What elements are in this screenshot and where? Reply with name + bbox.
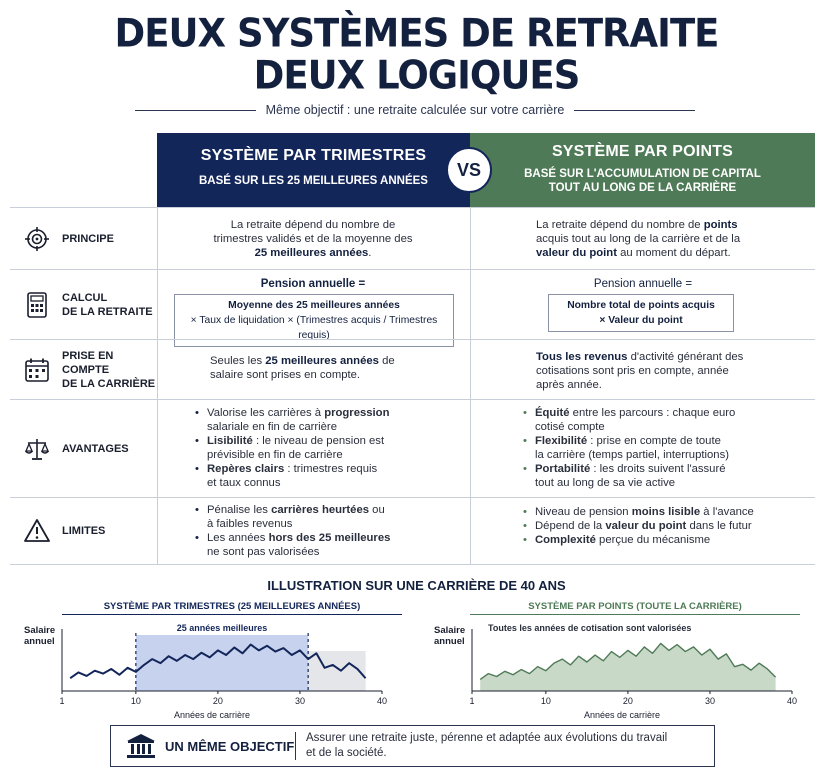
row-limites-label: LIMITES [10,498,157,564]
calendar-icon [24,357,50,383]
footer-objectif: UN MÊME OBJECTIF Assurer une retraite ju… [110,725,715,767]
series-line [69,643,367,680]
x-tick-label: 40 [787,696,797,706]
chart-annotation: Toutes les années de cotisation sont val… [488,623,691,633]
footer-label: UN MÊME OBJECTIF [165,738,295,754]
list-item: Pénalise les carrières heurtées ouà faib… [194,503,466,531]
scales-icon [24,436,50,462]
x-tick-label: 20 [623,696,633,706]
row-avantages-title: AVANTAGES [62,442,129,455]
header-points-sub1: BASÉ SUR L'ACCUMULATION DE CAPITAL [524,168,761,180]
subtitle-rule-right [574,109,695,111]
vs-badge: VS [446,147,492,193]
y-axis-label: annuel [434,636,465,647]
x-tick-label: 1 [59,696,64,706]
row-avantages-label: AVANTAGES [10,400,157,497]
chart-right-title: SYSTÈME PAR POINTS (TOUTE LA CARRIÈRE) [470,601,800,615]
limites-left-list: Pénalise les carrières heurtées ouà faib… [194,503,466,559]
institution-icon [123,732,159,760]
prise-left-text: Seules les 25 meilleures années de salai… [210,355,395,381]
list-item: Valorise les carrières à progressionsala… [194,406,466,434]
row-limites-title: LIMITES [62,525,106,537]
x-tick-label: 40 [377,696,387,706]
footer-separator [295,732,296,760]
calcul-right-formula: Nombre total de points acquis × Valeur d… [548,294,734,332]
calcul-right-title: Pension annuelle = [593,278,693,290]
list-item: Flexibilité : prise en compte de toutela… [522,434,812,462]
illustration-title: ILLUSTRATION SUR UNE CARRIÈRE DE 40 ANS [267,578,566,593]
excluded-band [308,651,366,691]
chart-annotation: 25 années meilleures [177,623,268,633]
list-item: Niveau de pension moins lisible à l'avan… [522,505,812,519]
list-item: Portabilité : les droits suivent l'assur… [522,462,812,490]
header-trimestres-title: SYSTÈME PAR TRIMESTRES [200,147,427,164]
subtitle-rule-left [135,109,256,111]
page-title-line2: DEUX LOGIQUES [253,52,581,99]
limites-right-list: Niveau de pension moins lisible à l'avan… [522,505,812,547]
x-tick-label: 1 [469,696,474,706]
principe-left-text: La retraite dépend du nombre de trimestr… [213,219,413,259]
subtitle-text: Même objectif : une retraite calculée su… [265,103,565,117]
list-item: Dépend de la valeur du point dans le fut… [522,519,812,533]
x-axis-label: Années de carrière [584,710,660,720]
list-item: Complexité perçue du mécanisme [522,533,812,547]
calcul-left-title: Pension annuelle = [260,278,366,290]
column-divider-left [157,207,158,565]
header-points-sub: BASÉ SUR L'ACCUMULATION DE CAPITAL TOUT … [470,167,815,195]
x-tick-label: 10 [541,696,551,706]
prise-right-text: Tous les revenus d'activité générant des… [536,351,744,391]
list-item: Équité entre les parcours : chaque euroc… [522,406,812,434]
column-divider-middle [470,207,471,565]
chart-left-title: SYSTÈME PAR TRIMESTRES (25 MEILLEURES AN… [62,601,402,615]
row-avantages: AVANTAGES [10,399,815,497]
warning-icon [24,518,50,544]
row-principe: PRINCIPE [10,207,815,269]
series-line [479,642,777,680]
header-trimestres: SYSTÈME PAR TRIMESTRES BASÉ SUR LES 25 M… [157,133,470,207]
avantages-right-list: Équité entre les parcours : chaque euroc… [522,406,812,490]
header-points: SYSTÈME PAR POINTS BASÉ SUR L'ACCUMULATI… [470,133,815,207]
highlight-band [135,635,309,691]
principe-right-text: La retraite dépend du nombre de points a… [536,219,741,259]
x-axis-label: Années de carrière [174,710,250,720]
subtitle: Même objectif : une retraite calculée su… [135,100,695,120]
y-axis-label: Salaire [24,625,55,636]
y-axis-label: annuel [24,636,55,647]
x-tick-label: 20 [213,696,223,706]
page-title-line1: DEUX SYSTÈMES DE RETRAITE [114,10,720,57]
list-item: Lisibilité : le niveau de pension estpré… [194,434,466,462]
x-tick-label: 30 [295,696,305,706]
row-principe-title: PRINCIPE [62,232,114,245]
y-axis-label: Salaire [434,625,465,636]
x-tick-label: 10 [131,696,141,706]
header-points-title: SYSTÈME PAR POINTS [551,143,734,160]
header-points-sub2: TOUT AU LONG DE LA CARRIÈRE [548,182,737,194]
footer-text: Assurer une retraite juste, pérenne et a… [306,732,668,759]
calcul-left-formula: Moyenne des 25 meilleures années × Taux … [174,294,454,347]
x-tick-label: 30 [705,696,715,706]
row-principe-label: PRINCIPE [10,208,157,269]
header-trimestres-sub: BASÉ SUR LES 25 MEILLEURES ANNÉES [199,175,428,187]
avantages-left-list: Valorise les carrières à progressionsala… [194,406,466,490]
row-limites: LIMITES [10,497,815,565]
target-icon [24,226,50,252]
calculator-icon [24,291,50,318]
